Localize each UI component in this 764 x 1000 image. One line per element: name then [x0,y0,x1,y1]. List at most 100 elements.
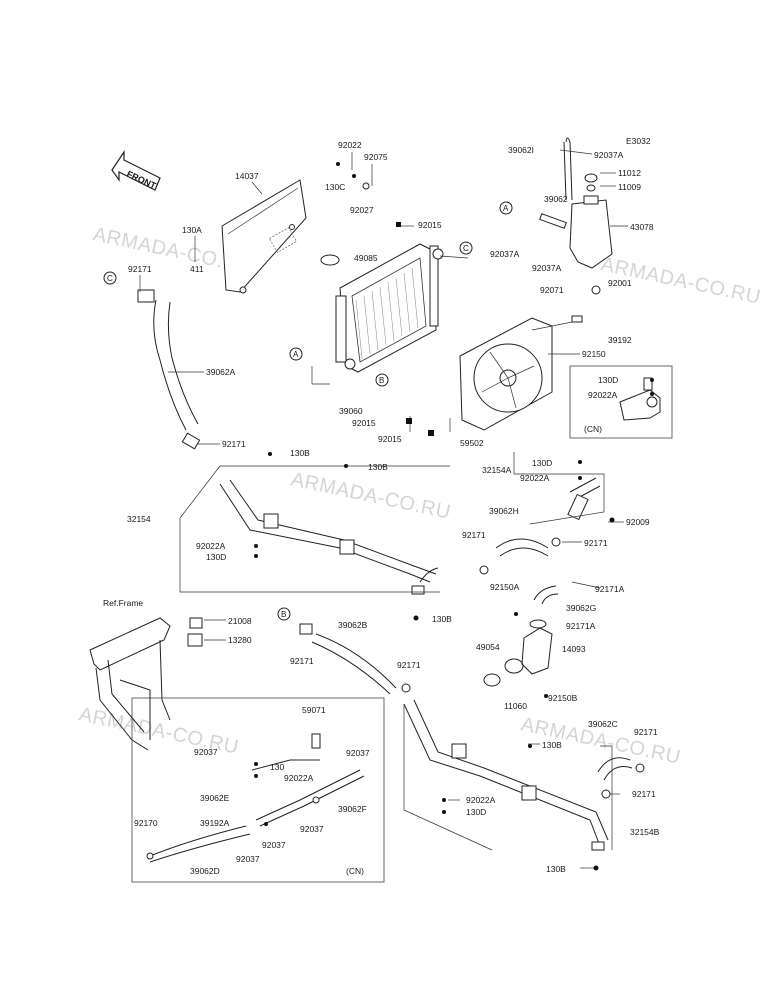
part-label: 49054 [476,642,500,652]
part-label: 59502 [460,438,484,448]
part-label: 49085 [354,253,378,263]
cn-inset-39192: (CN) [569,365,673,439]
group-outline-32154 [179,465,450,593]
part-label: 130D [466,807,486,817]
ref-frame-label: Ref.Frame [103,598,143,608]
svg-text:B: B [379,376,384,385]
callout-c [103,271,117,285]
part-label: 130D [598,375,618,385]
part-label: 92171 [462,530,486,540]
part-label: 39062A [206,367,236,377]
svg-text:C: C [463,244,469,253]
part-label: 92150A [490,582,520,592]
pipe-32154b [403,699,613,851]
cn-label-1: (CN) [584,424,602,434]
diagram-code: E3032 [626,136,651,146]
part-label: 11012 [618,168,641,178]
callout-a [289,347,303,361]
callout-b [375,373,389,387]
svg-text:C: C [107,274,113,283]
part-label: 92022A [520,473,550,483]
part-label: 92027 [350,205,374,215]
part-label: 92171 [584,538,608,548]
part-labels: 14037 130A 411 92171 92022 92075 130C 92… [127,140,660,876]
part-label: 39062I [508,145,534,155]
pipe-32154 [219,479,439,595]
part-label: 130B [542,740,562,750]
part-label: 130C [325,182,345,192]
part-label: 92022A [196,541,226,551]
part-label: 92150 [582,349,606,359]
part-label: 92171 [222,439,246,449]
callout-c [459,241,473,255]
part-label: 92001 [608,278,632,288]
part-label: 130A [182,225,202,235]
part-label: 130B [432,614,452,624]
part-label: 11009 [618,182,641,192]
part-label: 92022A [588,390,618,400]
part-label: 92171A [595,584,625,594]
part-label: 92171 [632,789,656,799]
part-label: 92171 [397,660,421,670]
part-label: 32154B [630,827,660,837]
part-label: 32154A [482,465,512,475]
part-label: 130D [206,552,226,562]
part-label: 92037A [490,249,520,259]
part-label: 92015 [352,418,376,428]
part-label: 130 [270,762,284,772]
part-label: 39062 [544,194,568,204]
part-label: 39062C [588,719,618,729]
part-label: 92037 [194,747,218,757]
part-label: 39062H [489,506,519,516]
hose-39062h [495,538,549,549]
part-label: 39060 [339,406,363,416]
hose-39062a [137,289,201,450]
watermark: ARMADA-CO.RU [289,468,453,523]
part-label: 130B [368,462,388,472]
part-label: 92037A [594,150,624,160]
fasteners [146,162,654,871]
pipe-32154a [513,452,605,525]
part-label: 92015 [418,220,442,230]
part-label: 130B [546,864,566,874]
part-label: 92009 [626,517,650,527]
part-label: 130B [290,448,310,458]
hose-39062c [597,757,631,773]
part-label: 39192A [200,818,230,828]
part-label: 92037 [236,854,260,864]
part-label: 39062E [200,793,230,803]
part-label: 92037 [300,824,324,834]
svg-text:A: A [293,350,299,359]
hose-39062g [533,585,557,601]
fan-assembly [459,315,583,431]
part-label: 43078 [630,222,654,232]
callout-b [277,607,291,621]
part-label: 14037 [235,171,259,181]
part-label: 92171 [290,656,314,666]
part-label: 92037 [346,748,370,758]
radiator [335,243,444,373]
part-label: 39062D [190,866,220,876]
part-label: 92071 [540,285,564,295]
part-label: 411 [190,264,204,274]
part-label: 21008 [228,616,252,626]
frame-reference [89,617,203,751]
part-label: 14093 [562,644,586,654]
radiator-cap [320,254,340,266]
part-label: 92170 [134,818,158,828]
part-label: 13280 [228,635,252,645]
part-label: 92015 [378,434,402,444]
thermostat-49054 [483,673,501,687]
part-label: 92075 [364,152,388,162]
callout-a [499,201,513,215]
part-label: 59071 [302,705,326,715]
part-label: 39062B [338,620,368,630]
part-label: 92022A [284,773,314,783]
radiator-screen [221,179,307,294]
thermostat-housing [521,619,553,675]
cn-inset-hoses: (CN) [131,697,385,883]
part-label: 92171 [634,727,658,737]
part-label: 32154 [127,514,151,524]
part-label: 130D [532,458,552,468]
